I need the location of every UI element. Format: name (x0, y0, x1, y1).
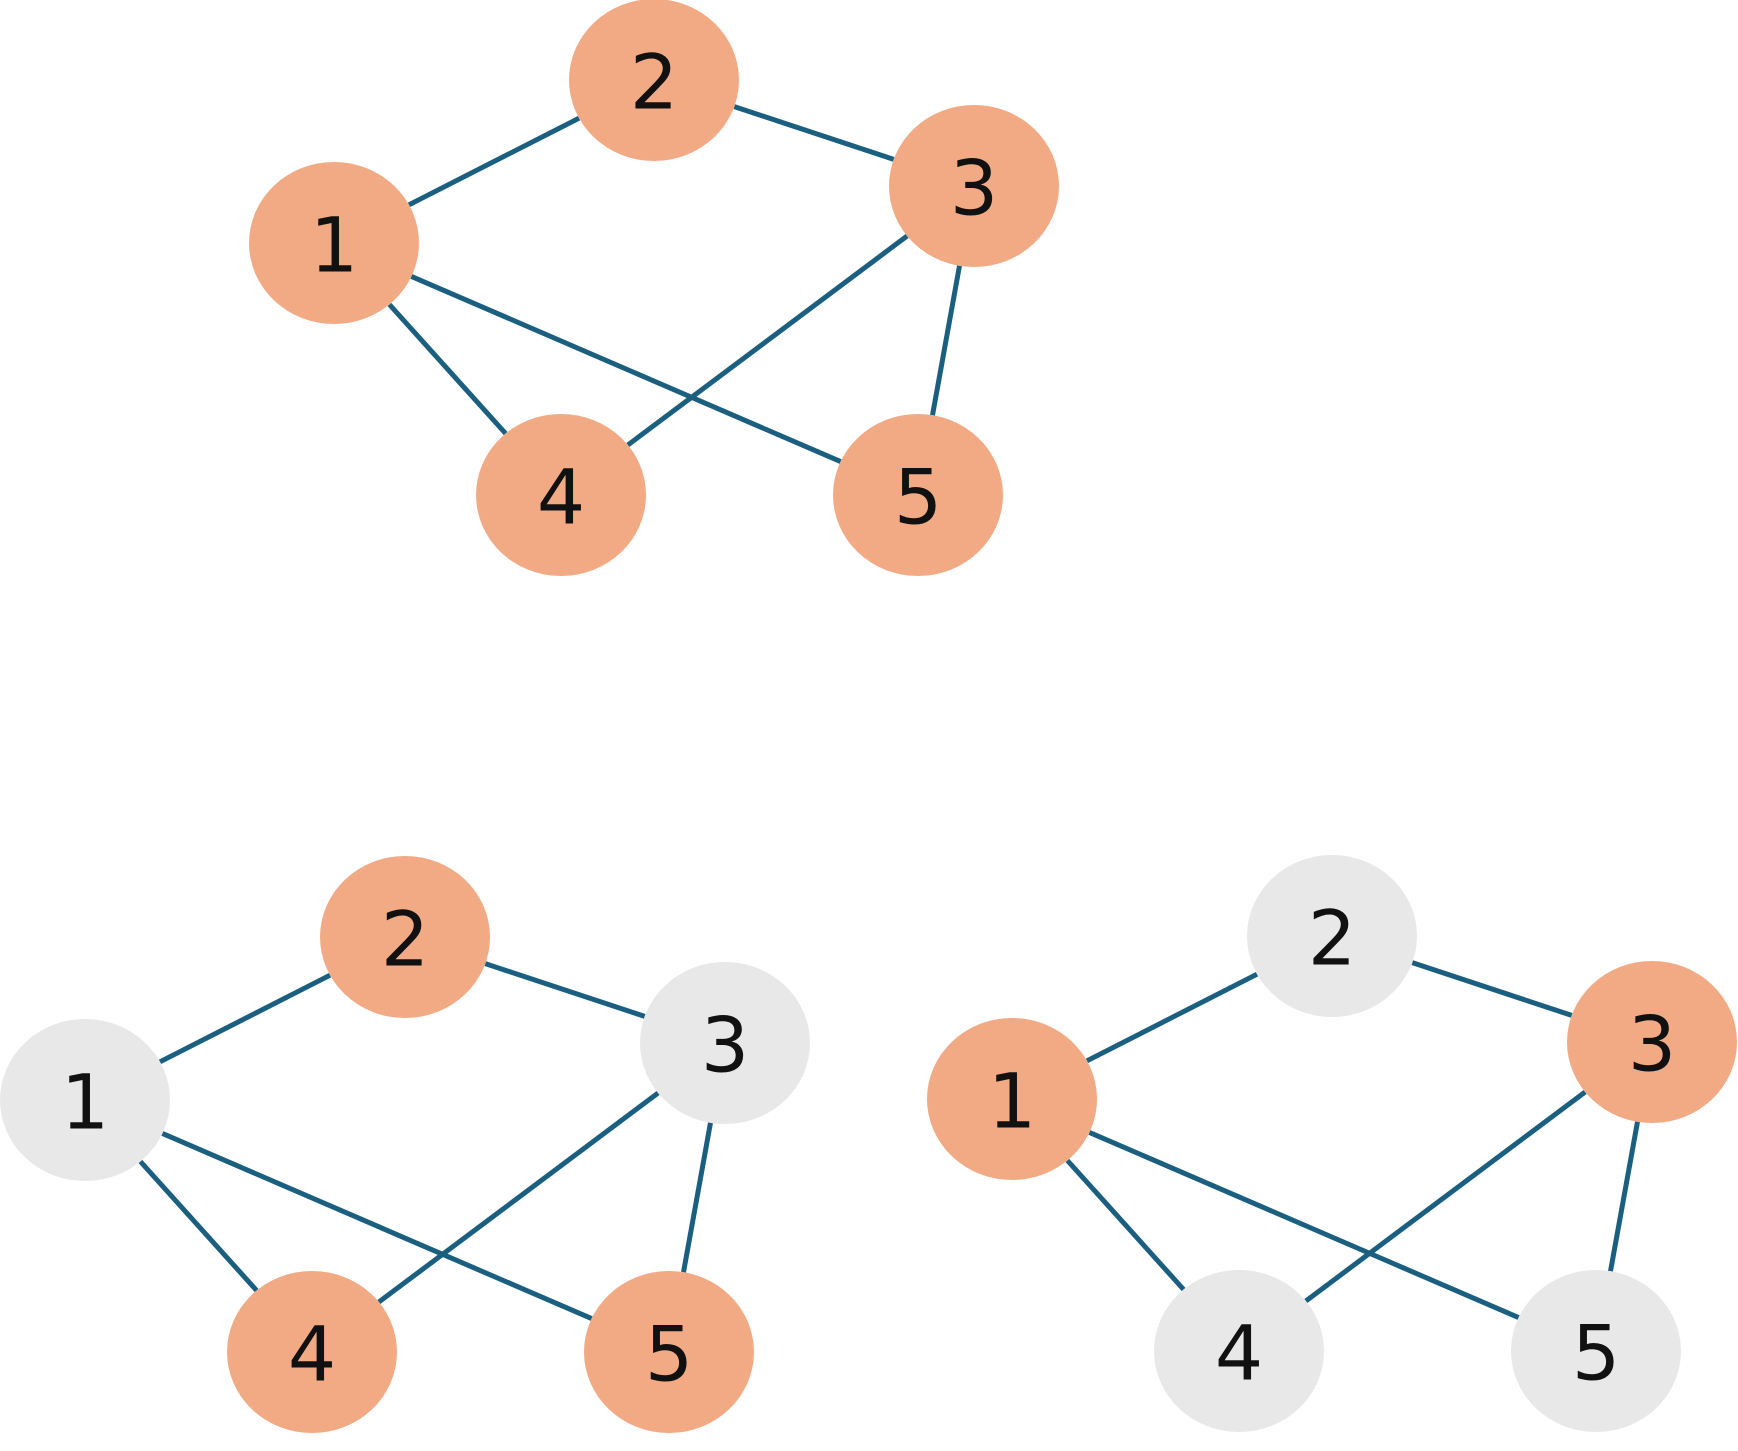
node-circle (640, 962, 810, 1124)
edge-1-4 (387, 302, 508, 436)
node-4-selected: 4 (476, 414, 646, 576)
edge-2-3 (733, 104, 895, 162)
node-circle (1247, 855, 1417, 1017)
node-circle (249, 162, 419, 324)
edge-1-5 (1088, 1130, 1520, 1320)
node-circle (227, 1271, 397, 1433)
node-label: 1 (988, 1057, 1036, 1146)
edge-3-5 (681, 1122, 713, 1273)
node-circle (1511, 1270, 1681, 1432)
edge-1-2 (1085, 971, 1259, 1064)
node-3-selected: 3 (889, 105, 1059, 267)
node-label: 2 (630, 38, 678, 127)
node-label: 1 (310, 201, 358, 290)
node-circle (1154, 1270, 1324, 1432)
node-5-selected: 5 (833, 414, 1003, 576)
node-1-unselected: 1 (0, 1019, 170, 1181)
node-3-unselected: 3 (640, 962, 810, 1124)
edge-1-5 (410, 274, 842, 464)
node-label: 5 (645, 1310, 693, 1399)
edge-2-3 (1411, 960, 1573, 1018)
node-4-unselected: 4 (1154, 1270, 1324, 1432)
edge-3-4 (626, 233, 909, 448)
edge-1-2 (158, 972, 332, 1065)
node-label: 5 (1572, 1309, 1620, 1398)
edge-3-4 (1304, 1089, 1587, 1304)
node-label: 3 (701, 1001, 749, 1090)
node-label: 2 (381, 895, 429, 984)
node-circle (320, 856, 490, 1018)
edge-1-2 (407, 115, 581, 208)
node-label: 3 (950, 144, 998, 233)
node-label: 1 (61, 1058, 109, 1147)
node-circle (927, 1018, 1097, 1180)
node-circle (476, 414, 646, 576)
node-2-selected: 2 (569, 0, 739, 161)
edge-3-5 (1608, 1121, 1640, 1272)
edge-1-4 (138, 1159, 259, 1293)
node-circle (584, 1271, 754, 1433)
node-4-selected: 4 (227, 1271, 397, 1433)
edge-1-5 (161, 1131, 593, 1321)
node-1-selected: 1 (249, 162, 419, 324)
node-2-selected: 2 (320, 856, 490, 1018)
node-circle (833, 414, 1003, 576)
node-label: 4 (537, 453, 585, 542)
graph-partition-b: 1 2 3 4 5 (927, 855, 1737, 1432)
edge-3-4 (377, 1090, 660, 1305)
node-label: 3 (1628, 1000, 1676, 1089)
node-5-unselected: 5 (1511, 1270, 1681, 1432)
node-circle (569, 0, 739, 161)
node-label: 5 (894, 453, 942, 542)
edge-2-3 (484, 961, 646, 1019)
edge-1-4 (1065, 1158, 1186, 1292)
node-label: 4 (288, 1310, 336, 1399)
graph-partition-a: 1 2 3 4 5 (0, 856, 810, 1433)
node-label: 2 (1308, 894, 1356, 983)
node-circle (1567, 961, 1737, 1123)
graph-full: 1 2 3 4 5 (249, 0, 1059, 576)
node-3-selected: 3 (1567, 961, 1737, 1123)
edge-3-5 (930, 265, 962, 416)
node-2-unselected: 2 (1247, 855, 1417, 1017)
node-circle (889, 105, 1059, 267)
node-label: 4 (1215, 1309, 1263, 1398)
node-circle (0, 1019, 170, 1181)
node-5-selected: 5 (584, 1271, 754, 1433)
node-1-selected: 1 (927, 1018, 1097, 1180)
